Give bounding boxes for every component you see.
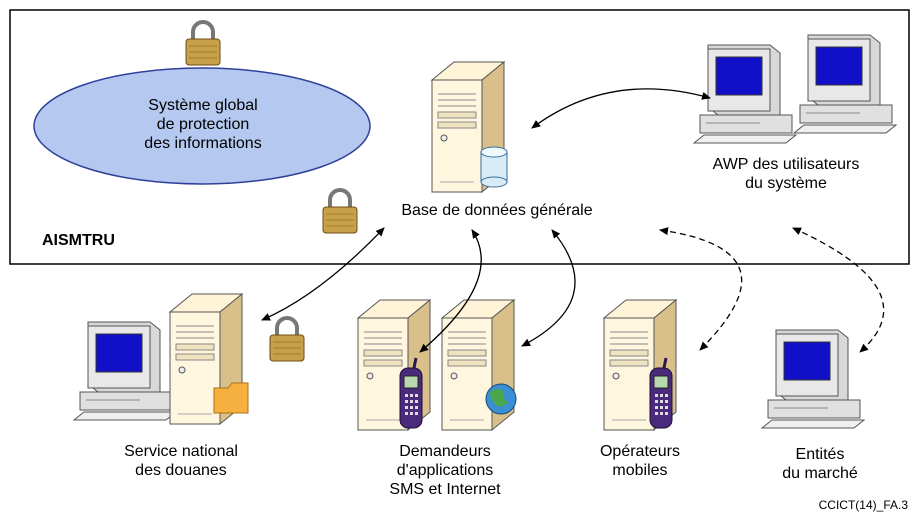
- arrow-db-internet: [521, 229, 576, 347]
- applicants-line: SMS et Internet: [389, 481, 501, 498]
- customs-line: Service national: [124, 443, 238, 460]
- figure-reference: CCICT(14)_FA.3: [818, 498, 908, 512]
- operators-line: mobiles: [612, 462, 668, 479]
- operators-line: Opérateurs: [599, 443, 681, 460]
- protection-line: Système global: [148, 97, 258, 114]
- central-db-text: Base de données générale: [401, 202, 593, 219]
- market-line: Entités: [795, 446, 845, 463]
- operators-label: Opérateurs mobiles: [575, 442, 705, 480]
- folder-icon: [213, 382, 249, 414]
- arrow-db-operators: [659, 227, 743, 351]
- applicants-label: Demandeurs d'applications SMS et Interne…: [350, 442, 540, 499]
- system-label: AISMTRU: [42, 232, 115, 249]
- padlock-icon: [184, 20, 222, 67]
- protection-line: des informations: [144, 135, 262, 152]
- central-db-label: Base de données générale: [372, 201, 622, 220]
- customs-label: Service national des douanes: [86, 442, 276, 480]
- arrow-awp-market: [792, 227, 885, 353]
- padlock-icon: [321, 188, 359, 235]
- protection-line: de protection: [156, 116, 250, 133]
- arrow-db-customs: [261, 227, 385, 321]
- protection-label: Système global de protection des informa…: [108, 96, 298, 153]
- market-label: Entités du marché: [755, 445, 885, 483]
- computer-icon: [761, 329, 865, 429]
- computer-icon: [793, 34, 897, 134]
- applicants-line: Demandeurs: [399, 443, 491, 460]
- padlock-icon: [268, 316, 306, 363]
- applicants-line: d'applications: [396, 462, 494, 479]
- arrow-db-awp: [531, 88, 711, 129]
- market-line: du marché: [782, 465, 858, 482]
- computer-icon: [693, 44, 797, 144]
- protection-ellipse: [33, 67, 371, 185]
- awp-line: du système: [745, 175, 827, 192]
- globe-icon: [485, 383, 517, 415]
- awp-line: AWP des utilisateurs: [712, 156, 860, 173]
- computer-icon: [73, 321, 177, 421]
- awp-label: AWP des utilisateurs du système: [676, 155, 896, 193]
- arrow-db-applicants: [419, 229, 482, 353]
- customs-line: des douanes: [135, 462, 227, 479]
- database-icon: [480, 146, 508, 188]
